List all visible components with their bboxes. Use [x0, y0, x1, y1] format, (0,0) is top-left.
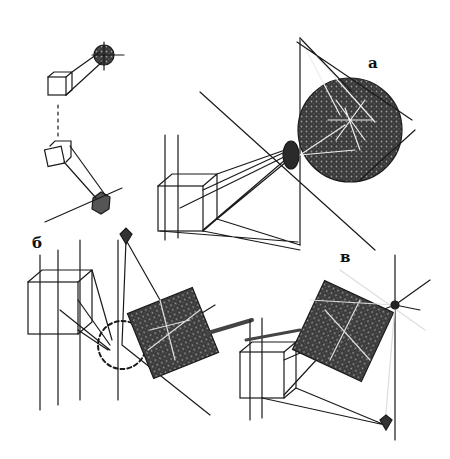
- panel-letter: а: [366, 56, 380, 71]
- panel-a: [158, 38, 415, 250]
- small-sketch: [45, 42, 124, 222]
- panel-letter: б: [30, 236, 44, 251]
- panel-letter: в: [338, 250, 352, 265]
- panel-c: [240, 255, 430, 440]
- panel-b: [28, 228, 252, 415]
